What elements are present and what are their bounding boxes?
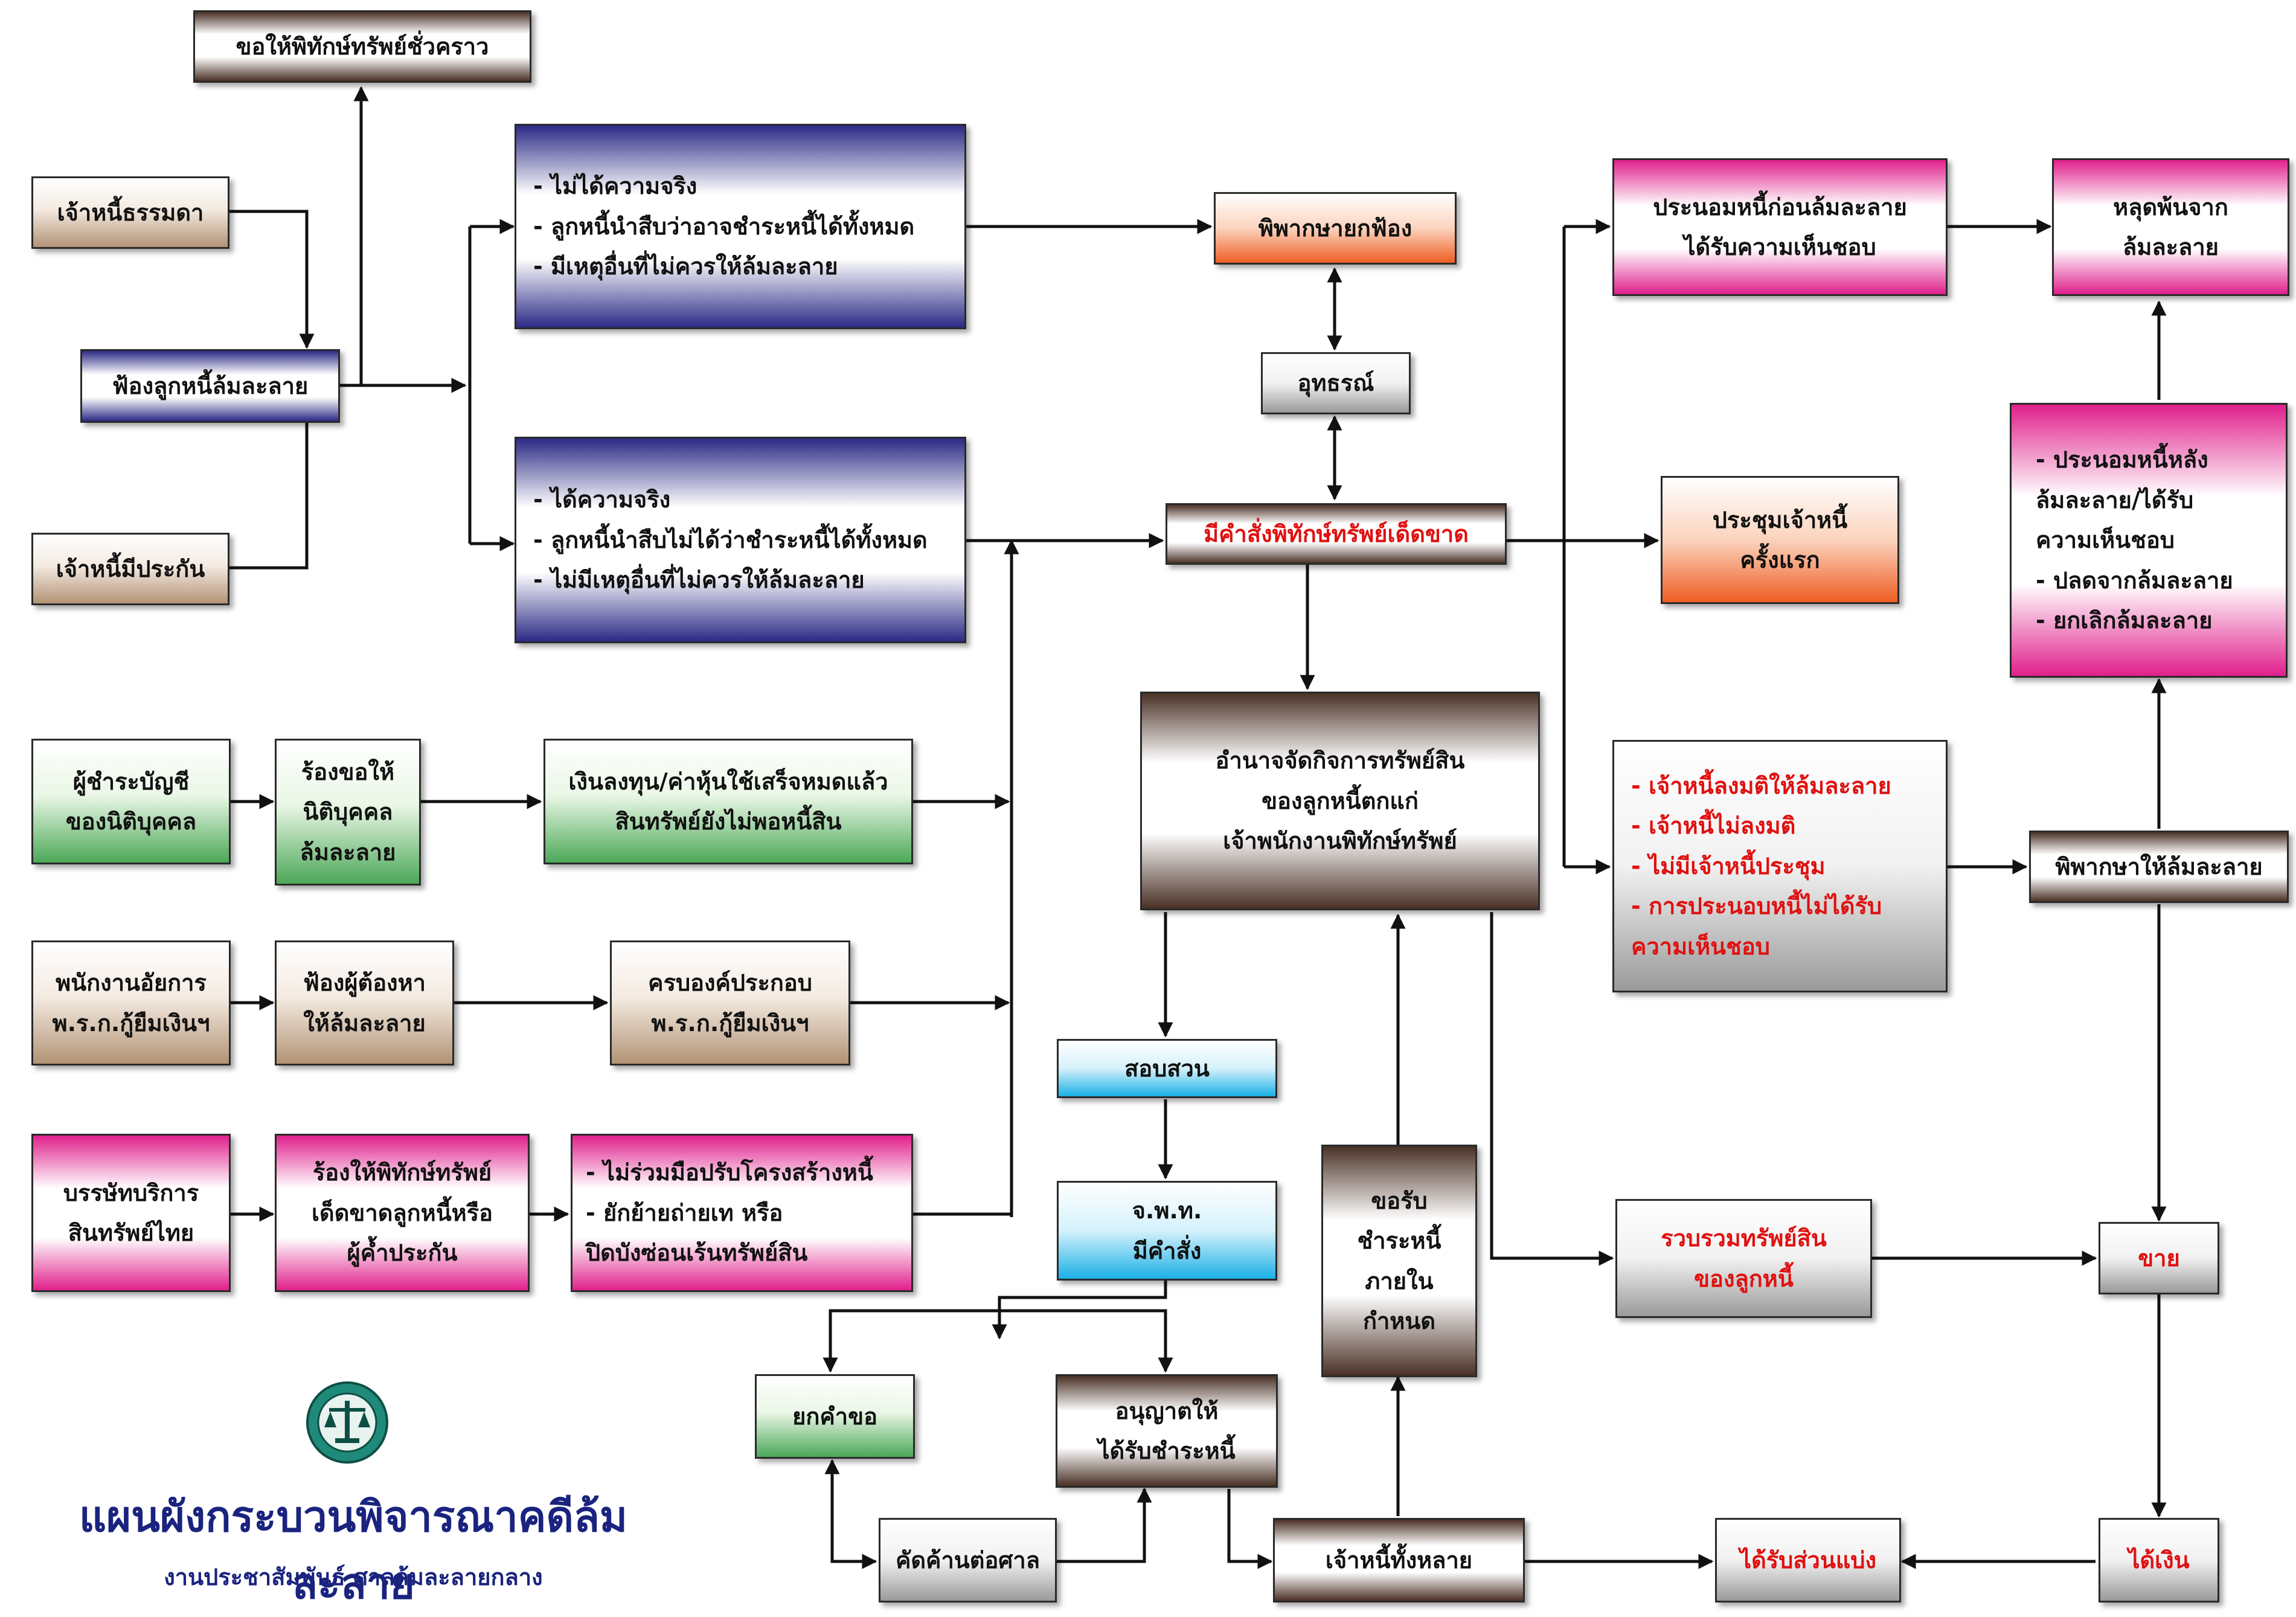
- liquidator-box: ผู้ชำระบัญชี ของนิติบุคคล: [31, 739, 231, 864]
- absolute-receivership-box: มีคำสั่งพิทักษ์ทรัพย์เด็ดขาด: [1166, 503, 1507, 565]
- elements-complete-box: ครบองค์ประกอบ พ.ร.ก.กู้ยืมเงินฯ: [610, 940, 850, 1066]
- first-meeting-label: ประชุมเจ้าหนี้ ครั้งแรก: [1712, 506, 1848, 574]
- petition-absolute-box: ร้องให้พิทักษ์ทรัพย์ เด็ดขาดลูกหนี้หรือ …: [275, 1134, 530, 1292]
- official-order-box: จ.พ.ท. มีคำสั่ง: [1057, 1181, 1277, 1281]
- power-to-manage-label: อำนาจจัดกิจการทรัพย์สิน ของลูกหนี้ตกแก่ …: [1215, 747, 1465, 855]
- get-money-box: ได้เงิน: [2099, 1518, 2219, 1603]
- all-creditors-label: เจ้าหนี้ทั้งหลาย: [1325, 1546, 1473, 1574]
- dismiss-box: พิพากษายกฟ้อง: [1214, 192, 1457, 265]
- page-title: แผนผังกระบวนพิจารณาคดีล้มละลาย: [79, 1492, 627, 1609]
- asset-company-box: บรรษัทบริการ สินทรัพย์ไทย: [31, 1134, 231, 1292]
- non-cooperation-label: - ไม่ร่วมมือปรับโครงสร้างหนี้ - ยักย้ายถ…: [586, 1159, 873, 1267]
- allow-repayment-label: อนุญาตให้ ได้รับชำระหนี้: [1098, 1397, 1236, 1465]
- ordinary-creditor-label: เจ้าหนี้ธรรมดา: [57, 199, 204, 226]
- not-true-label: - ไม่ได้ความจริง - ลูกหนี้นำสืบว่าอาจชำร…: [533, 173, 915, 280]
- reject-claim-label: ยกคำขอ: [792, 1403, 877, 1430]
- ordinary-creditor-box: เจ้าหนี้ธรรมดา: [31, 176, 229, 249]
- asset-company-label: บรรษัทบริการ สินทรัพย์ไทย: [63, 1179, 199, 1247]
- adjudge-bankrupt-box: พิพากษาให้ล้มละลาย: [2029, 831, 2289, 903]
- released-box: หลุดพ้นจาก ล้มละลาย: [2052, 158, 2289, 296]
- composition-after-label: - ประนอมหนี้หลัง ล้มละลาย/ได้รับ ความเห็…: [2036, 446, 2233, 634]
- sue-bankruptcy-box: ฟ้องลูกหนี้ล้มละลาย: [80, 349, 340, 423]
- true-label: - ได้ความจริง - ลูกหนี้นำสืบไม่ได้ว่าชำร…: [533, 486, 928, 594]
- petition-juristic-label: ร้องขอให้ นิติบุคคล ล้มละลาย: [300, 758, 396, 866]
- receive-share-box: ได้รับส่วนแบ่ง: [1715, 1518, 1901, 1603]
- power-to-manage-box: อำนาจจัดกิจการทรัพย์สิน ของลูกหนี้ตกแก่ …: [1140, 692, 1540, 910]
- elements-complete-label: ครบองค์ประกอบ พ.ร.ก.กู้ยืมเงินฯ: [648, 969, 812, 1037]
- capital-paid-label: เงินลงทุน/ค่าหุ้นใช้เสร็จหมดแล้ว สินทรัพ…: [568, 768, 888, 835]
- receive-share-label: ได้รับส่วนแบ่ง: [1740, 1546, 1876, 1574]
- reject-claim-box: ยกคำขอ: [755, 1374, 915, 1459]
- temp-receivership-box: ขอให้พิทักษ์ทรัพย์ชั่วคราว: [193, 10, 531, 83]
- sell-label: ขาย: [2138, 1244, 2180, 1271]
- public-prosecutor-box: พนักงานอัยการ พ.ร.ก.กู้ยืมเงินฯ: [31, 940, 231, 1066]
- page-subtitle: งานประชาสัมพันธ์ ศาลล้มละลายกลาง: [164, 1564, 543, 1590]
- dismiss-label: พิพากษายกฟ้อง: [1258, 214, 1413, 242]
- object-court-label: คัดค้านต่อศาล: [895, 1546, 1041, 1574]
- sue-bankruptcy-label: ฟ้องลูกหนี้ล้มละลาย: [112, 372, 309, 399]
- meeting-resolutions-label: - เจ้าหนี้ลงมติให้ล้มละลาย - เจ้าหนี้ไม่…: [1631, 772, 1891, 960]
- official-order-label: จ.พ.ท. มีคำสั่ง: [1132, 1197, 1202, 1264]
- public-prosecutor-label: พนักงานอัยการ พ.ร.ก.กู้ยืมเงินฯ: [52, 969, 210, 1037]
- adjudge-bankrupt-label: พิพากษาให้ล้มละลาย: [2055, 853, 2263, 880]
- court-seal-logo: [306, 1381, 388, 1464]
- claim-repayment-label: ขอรับ ชำระหนี้ ภายใน กำหนด: [1357, 1187, 1441, 1335]
- collect-assets-label: รวบรวมทรัพย์สิน ของลูกหนี้: [1661, 1225, 1827, 1292]
- petition-absolute-label: ร้องให้พิทักษ์ทรัพย์ เด็ดขาดลูกหนี้หรือ …: [312, 1159, 493, 1267]
- liquidator-label: ผู้ชำระบัญชี ของนิติบุคคล: [65, 768, 197, 835]
- investigate-label: สอบสวน: [1124, 1055, 1210, 1082]
- all-creditors-box: เจ้าหนี้ทั้งหลาย: [1273, 1518, 1525, 1603]
- object-court-box: คัดค้านต่อศาล: [879, 1518, 1057, 1603]
- get-money-label: ได้เงิน: [2128, 1546, 2190, 1574]
- appeal-label: อุทธรณ์: [1297, 370, 1374, 397]
- first-meeting-box: ประชุมเจ้าหนี้ ครั้งแรก: [1661, 476, 1899, 604]
- sue-accused-label: ฟ้องผู้ต้องหา ให้ล้มละลาย: [303, 969, 426, 1037]
- true-box: - ได้ความจริง - ลูกหนี้นำสืบไม่ได้ว่าชำร…: [515, 437, 966, 643]
- composition-before-label: ประนอมหนี้ก่อนล้มละลาย ได้รับความเห็นชอบ: [1653, 193, 1907, 261]
- allow-repayment-box: อนุญาตให้ ได้รับชำระหนี้: [1056, 1374, 1278, 1488]
- claim-repayment-box: ขอรับ ชำระหนี้ ภายใน กำหนด: [1321, 1145, 1477, 1377]
- secured-creditor-box: เจ้าหนี้มีประกัน: [31, 533, 229, 605]
- secured-creditor-label: เจ้าหนี้มีประกัน: [56, 555, 205, 582]
- petition-juristic-box: ร้องขอให้ นิติบุคคล ล้มละลาย: [275, 739, 421, 886]
- capital-paid-box: เงินลงทุน/ค่าหุ้นใช้เสร็จหมดแล้ว สินทรัพ…: [544, 739, 913, 864]
- released-label: หลุดพ้นจาก ล้มละลาย: [2113, 193, 2228, 261]
- not-true-box: - ไม่ได้ความจริง - ลูกหนี้นำสืบว่าอาจชำร…: [515, 124, 966, 329]
- composition-after-box: - ประนอมหนี้หลัง ล้มละลาย/ได้รับ ความเห็…: [2010, 403, 2288, 678]
- temp-receivership-label: ขอให้พิทักษ์ทรัพย์ชั่วคราว: [236, 33, 489, 60]
- sue-accused-box: ฟ้องผู้ต้องหา ให้ล้มละลาย: [275, 940, 454, 1066]
- non-cooperation-box: - ไม่ร่วมมือปรับโครงสร้างหนี้ - ยักย้ายถ…: [571, 1134, 913, 1292]
- absolute-receivership-label: มีคำสั่งพิทักษ์ทรัพย์เด็ดขาด: [1204, 520, 1469, 547]
- investigate-box: สอบสวน: [1057, 1039, 1277, 1098]
- appeal-box: อุทธรณ์: [1261, 352, 1411, 414]
- meeting-resolutions-box: - เจ้าหนี้ลงมติให้ล้มละลาย - เจ้าหนี้ไม่…: [1612, 740, 1948, 992]
- collect-assets-box: รวบรวมทรัพย์สิน ของลูกหนี้: [1615, 1199, 1872, 1318]
- sell-box: ขาย: [2099, 1222, 2219, 1294]
- composition-before-box: ประนอมหนี้ก่อนล้มละลาย ได้รับความเห็นชอบ: [1612, 158, 1948, 296]
